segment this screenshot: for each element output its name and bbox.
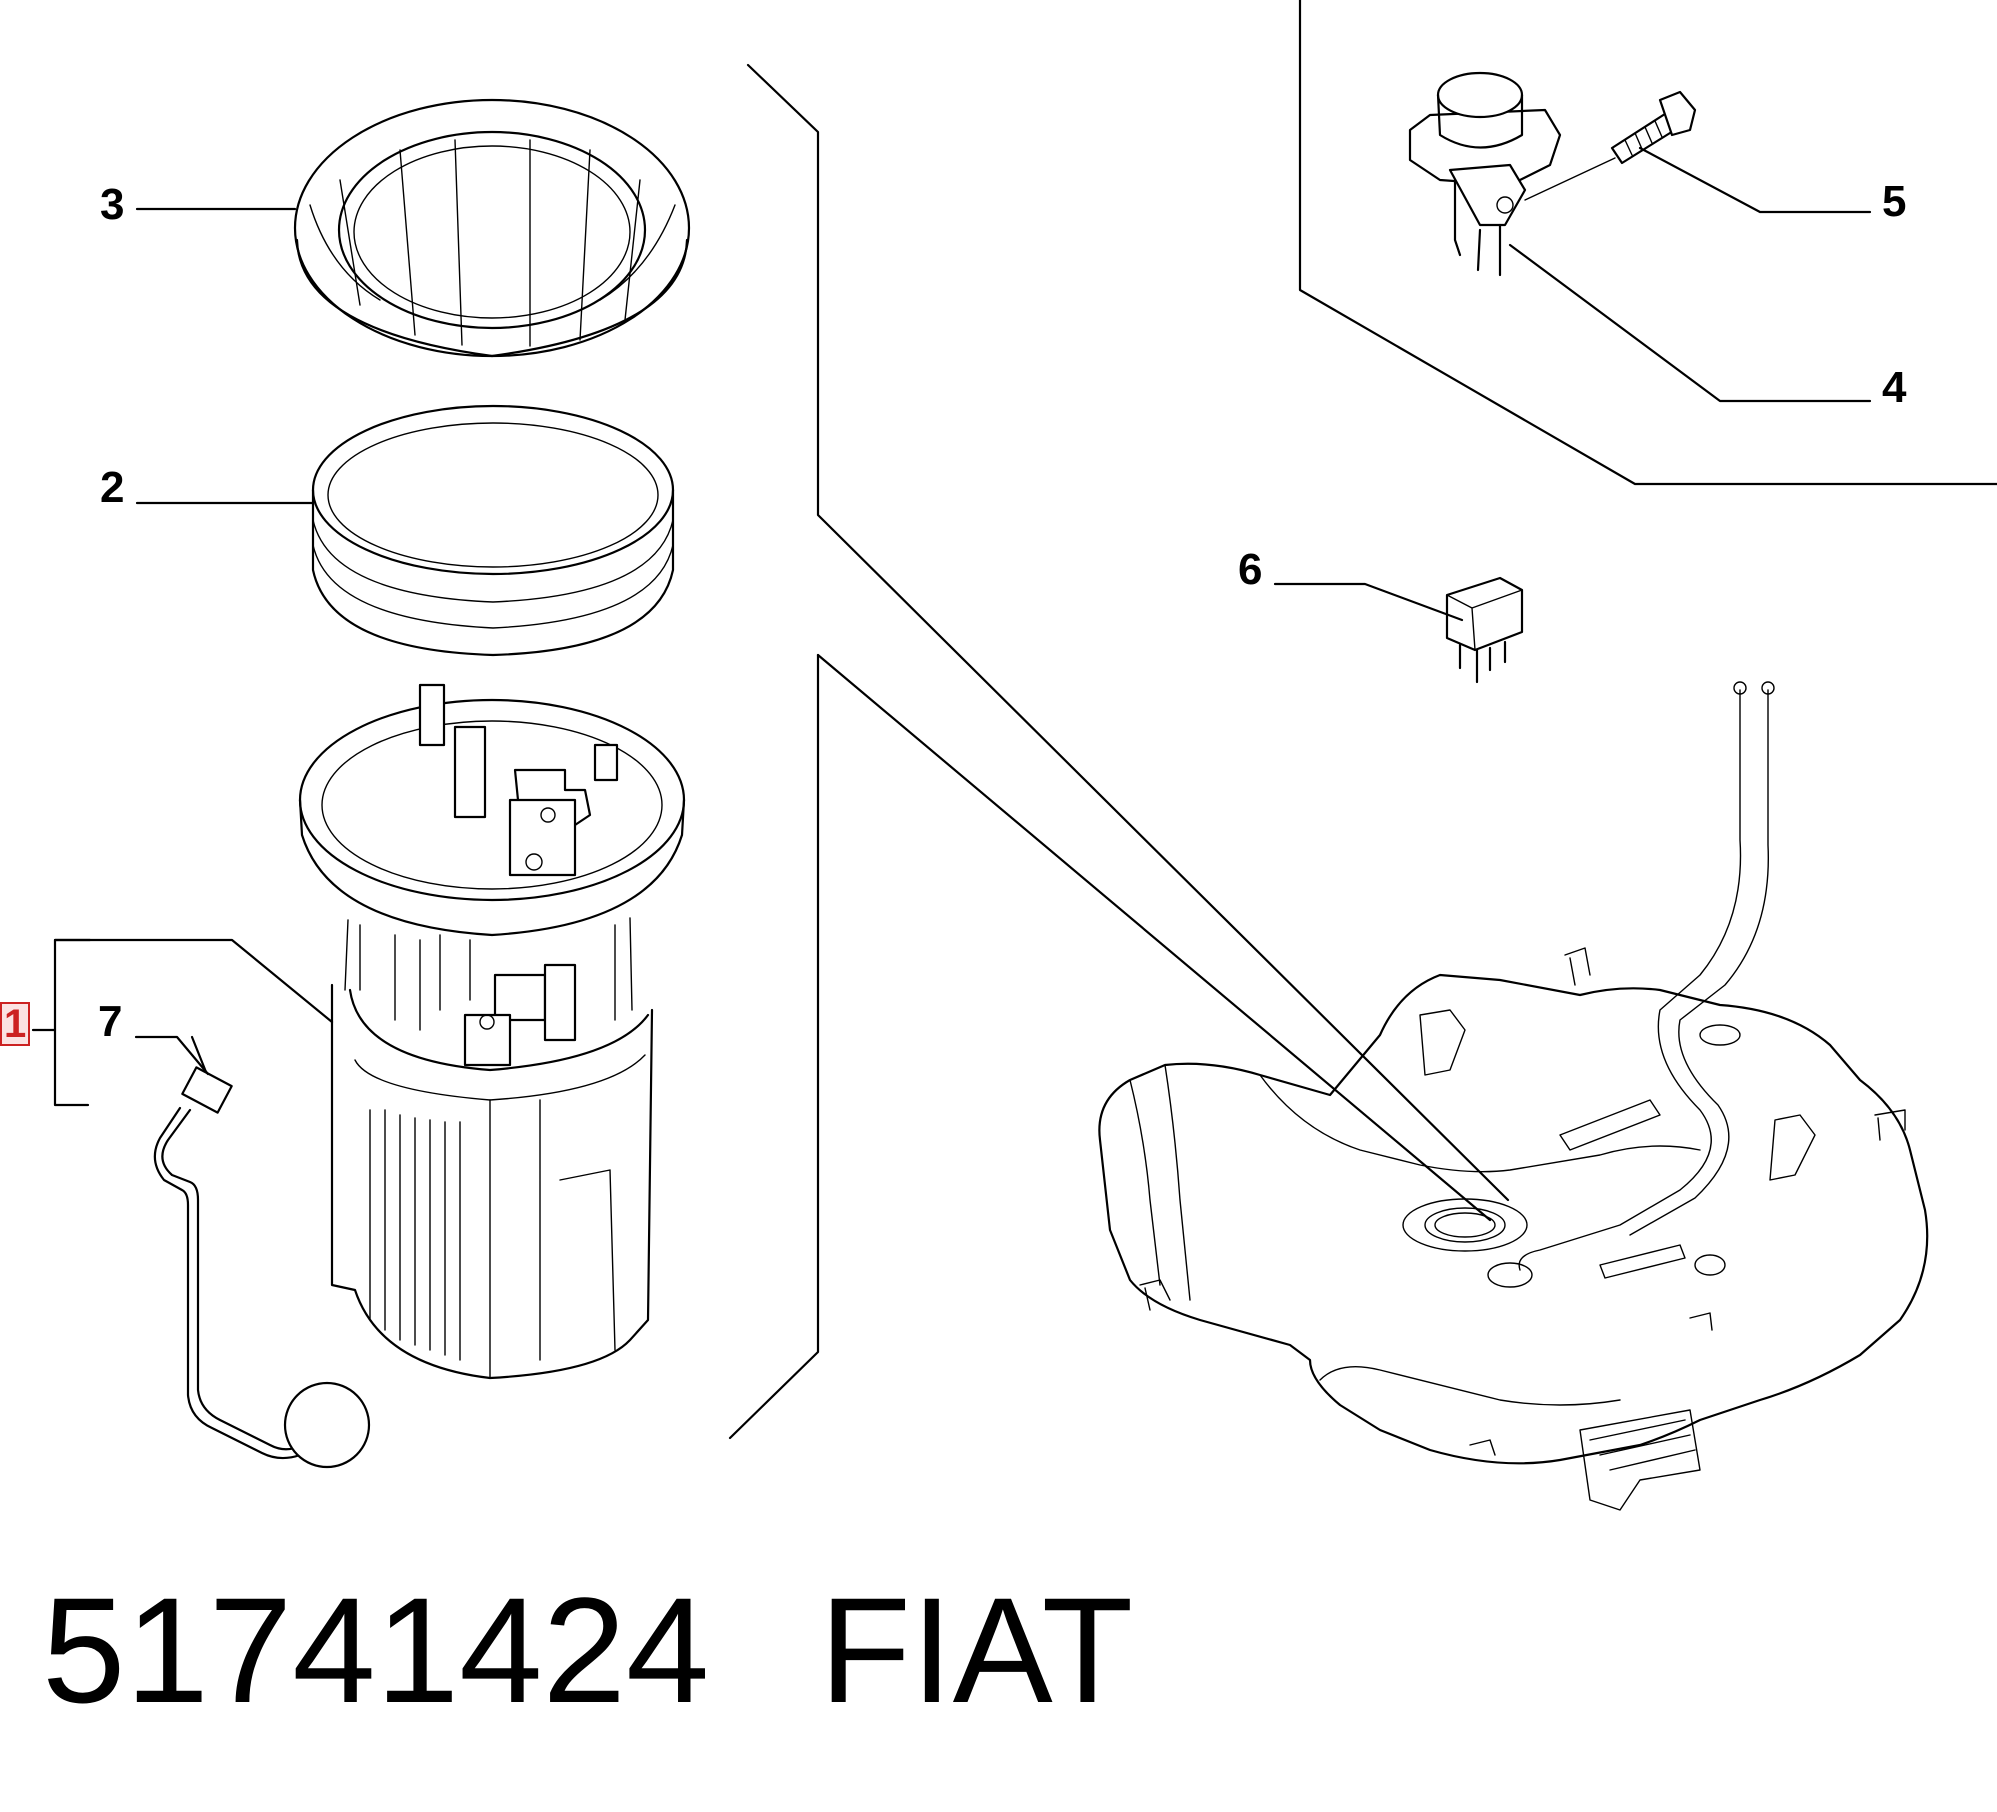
callout-5: 5 bbox=[1882, 177, 1907, 226]
callout-6: 6 bbox=[1238, 545, 1263, 594]
callout-2: 2 bbox=[100, 463, 125, 512]
lock-ring-part-3 bbox=[293, 98, 691, 358]
callout-3: 3 bbox=[100, 180, 125, 229]
pressure-sensor-part-4 bbox=[1408, 71, 1562, 277]
level-sensor-part-7 bbox=[153, 1035, 371, 1469]
screw-part-5 bbox=[1524, 90, 1697, 201]
callout-4: 4 bbox=[1882, 363, 1907, 412]
leader-lines bbox=[31, 146, 1872, 1107]
fuel-pump-module-part-1 bbox=[298, 683, 686, 1380]
section-dividers bbox=[728, 0, 1997, 1440]
fuel-tank bbox=[1098, 681, 1929, 1511]
callout-1[interactable]: 1 bbox=[0, 1002, 31, 1046]
relay-part-6 bbox=[1445, 576, 1524, 684]
part-number: 51741424 bbox=[42, 1566, 710, 1734]
callout-7: 7 bbox=[98, 997, 123, 1046]
seal-ring-part-2 bbox=[311, 404, 675, 657]
brand-name: FIAT bbox=[819, 1566, 1134, 1734]
